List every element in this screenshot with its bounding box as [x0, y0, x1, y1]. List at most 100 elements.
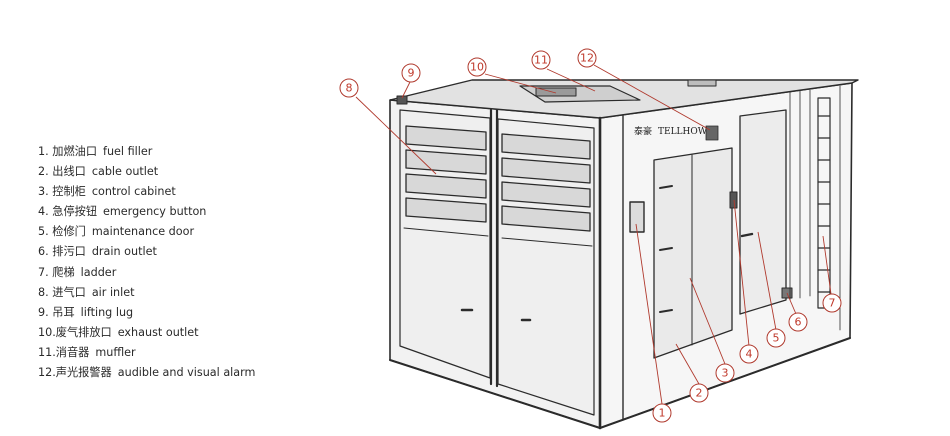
alarm-grille: [705, 125, 719, 141]
louver-slat: [405, 125, 487, 151]
legend-item-ladder: 7. 爬梯 ladder: [38, 263, 255, 283]
louver-slat: [501, 181, 591, 208]
door-panel-line: [501, 237, 593, 247]
callout-number: 5: [773, 332, 780, 345]
legend-zh: 废气排放口: [55, 325, 112, 339]
legend-item-maintenance-door: 5. 检修门 maintenance door: [38, 222, 255, 242]
callout-number: 2: [696, 387, 703, 400]
legend-en: ladder: [80, 265, 117, 279]
louver-slat: [501, 133, 591, 160]
callout-5: 5: [766, 328, 786, 348]
container-bottom-rail: [389, 359, 601, 429]
legend-zh: 出线口: [52, 165, 86, 179]
legend-en: maintenance door: [91, 225, 195, 239]
legend-item-air-inlet: 8. 进气口 air inlet: [38, 283, 255, 303]
legend-zh: 爬梯: [52, 265, 75, 279]
cabinet-hinge: [659, 247, 673, 251]
legend-item-control-cabinet: 3. 控制柜 control cabinet: [38, 182, 255, 202]
exhaust-outlet-pipe: [535, 87, 577, 97]
cabinet-hinge: [659, 309, 673, 313]
callout-number: 8: [346, 82, 353, 95]
legend-zh: 消音器: [55, 345, 90, 359]
container-bottom-rail: [599, 337, 851, 429]
legend-num: 11.: [38, 345, 56, 359]
callout-11: 11: [531, 50, 551, 70]
lifting-lug: [396, 95, 408, 105]
callout-number: 4: [746, 348, 753, 361]
leader-line-7: [822, 235, 832, 295]
legend-zh: 控制柜: [52, 185, 86, 199]
louver-slat: [501, 157, 591, 184]
maintenance-door: [739, 109, 787, 315]
legend-en: muffler: [95, 345, 136, 359]
leader-line-12: [593, 64, 711, 131]
legend-zh: 加燃油口: [52, 145, 98, 158]
cabinet-hinge: [659, 185, 673, 189]
legend-en: emergency button: [103, 205, 207, 219]
callout-number: 12: [580, 52, 594, 65]
legend-item-fuel-filler: 1. 加燃油口 fuel filler: [38, 142, 255, 162]
callout-1: 1: [652, 403, 672, 423]
callout-number: 1: [659, 407, 666, 420]
louver-slat: [405, 149, 487, 175]
leader-line-1: [635, 223, 663, 405]
legend-zh: 检修门: [52, 225, 86, 239]
legend-en: exhaust outlet: [117, 325, 199, 339]
leader-line-6: [786, 292, 797, 315]
legend-num: 3.: [38, 185, 49, 199]
callout-12: 12: [577, 48, 597, 68]
legend-en: lifting lug: [80, 305, 134, 319]
louver-slat: [501, 205, 591, 232]
callout-3: 3: [715, 363, 735, 383]
legend-num: 4.: [38, 205, 49, 219]
legend-en: air inlet: [91, 285, 135, 299]
legend-num: 10.: [38, 325, 56, 339]
callout-4: 4: [739, 344, 759, 364]
side-equipment: [396, 85, 841, 359]
callout-8: 8: [339, 78, 359, 98]
legend-num: 5.: [38, 225, 49, 239]
callout-number: 9: [408, 67, 415, 80]
callout-2: 2: [689, 383, 709, 403]
legend-num: 8.: [38, 285, 49, 299]
legend-num: 12.: [38, 366, 56, 380]
legend-zh: 进气口: [52, 285, 86, 299]
leader-lines: [355, 64, 832, 405]
legend-item-emergency-button: 4. 急停按钮 emergency button: [38, 202, 255, 222]
legend-zh: 急停按钮: [52, 205, 98, 219]
leader-line-2: [675, 343, 700, 385]
legend-zh: 吊耳: [52, 305, 75, 319]
leader-line-5: [757, 231, 777, 331]
callout-number: 7: [829, 297, 836, 310]
callout-number: 3: [722, 367, 729, 380]
legend-num: 6.: [38, 245, 49, 259]
legend-en: fuel filler: [103, 145, 153, 158]
legend-en: cable outlet: [91, 165, 159, 179]
callout-6: 6: [788, 312, 808, 332]
brand-logo-zh: 泰豪: [634, 125, 652, 137]
legend-en: audible and visual alarm: [117, 366, 256, 380]
legend-num: 7.: [38, 265, 49, 279]
callout-9: 9: [401, 63, 421, 83]
legend-item-exhaust-outlet: 10.废气排放口 exhaust outlet: [38, 323, 255, 343]
callout-number: 10: [470, 61, 484, 74]
callout-10: 10: [467, 57, 487, 77]
air-inlet-louvers: [405, 125, 591, 232]
callout-7: 7: [822, 293, 842, 313]
leader-line-4: [733, 199, 750, 347]
leader-line-10: [484, 73, 557, 94]
legend-zh: 排污口: [52, 245, 86, 259]
legend-num: 1.: [38, 145, 49, 158]
leader-line-8: [355, 96, 437, 175]
legend-en: control cabinet: [91, 185, 176, 199]
fuel-filler-hatch: [629, 201, 645, 233]
louver-slat: [405, 173, 487, 199]
door-panel-line: [403, 227, 489, 237]
roof-vent: [687, 79, 717, 87]
